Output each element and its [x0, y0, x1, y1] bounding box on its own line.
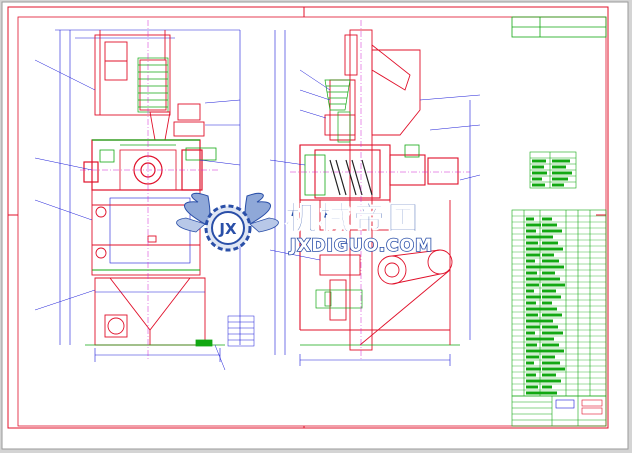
parts-list-row-text: [542, 349, 564, 353]
parts-list-row-text: [542, 367, 565, 371]
parts-list-row-text: [526, 289, 534, 293]
parts-list-row-text: [526, 307, 543, 311]
parts-list-row-text: [542, 265, 564, 269]
parts-list-row-text: [542, 361, 560, 365]
parts-list-row-text: [526, 259, 535, 263]
parts-list-row-text: [542, 223, 557, 227]
technical-data-text: [532, 159, 572, 187]
parts-list-row-text: [526, 367, 541, 371]
parts-list-row-text: [542, 307, 557, 311]
parts-list-row-text: [542, 391, 557, 395]
parts-list-row-text: [542, 313, 562, 317]
parts-list-row-text: [526, 373, 536, 377]
parts-list-row-text: [526, 229, 536, 233]
title-block: [511, 395, 607, 427]
watermark-logo-letters: JX: [218, 220, 237, 238]
front-view: [34, 20, 255, 371]
parts-list-row-text: [542, 379, 561, 383]
parts-list-row-text: [542, 229, 562, 233]
side-view: [269, 20, 481, 366]
parts-list-row-text: [526, 265, 542, 269]
parts-list-row-text: [542, 253, 554, 257]
parts-list-row-text: [526, 253, 540, 257]
parts-list-row-text: [526, 277, 544, 281]
parts-list-row-text: [526, 349, 544, 353]
parts-list-row-text: [526, 343, 537, 347]
parts-list-row-text: [526, 385, 538, 389]
parts-list-row-text: [526, 379, 543, 383]
parts-list-row-text: [526, 283, 539, 287]
parts-list-row-text: [542, 241, 558, 245]
technical-data-table: [529, 151, 577, 189]
parts-list-row-text: [542, 343, 559, 347]
parts-list-row-text: [526, 331, 535, 335]
drawing-code-box: [511, 16, 607, 38]
parts-list-row-text: [526, 217, 534, 221]
parts-list-row-text: [542, 337, 554, 341]
parts-list-row-text: [526, 313, 538, 317]
parts-list-row-text: [526, 301, 536, 305]
parts-list-row-text: [542, 325, 558, 329]
watermark-logo: JX: [176, 192, 279, 252]
parts-list-row-text: [542, 235, 553, 239]
parts-list-row-text: [542, 373, 556, 377]
parts-list-row-text: [542, 247, 563, 251]
watermark-site: JXDIGUO.COM: [289, 236, 433, 256]
parts-list-row-text: [542, 295, 561, 299]
parts-list-row-text: [542, 289, 556, 293]
parts-list-rows: [512, 215, 606, 395]
parts-list-row-text: [526, 241, 538, 245]
parts-list-row-text: [526, 295, 541, 299]
parts-list-row-text: [526, 325, 540, 329]
parts-list-row-text: [542, 259, 559, 263]
parts-list-row-text: [542, 319, 553, 323]
parts-list-row-text: [526, 271, 537, 275]
parts-list-row-text: [526, 247, 545, 251]
parts-list-row-text: [542, 283, 565, 287]
parts-list-row-text: [526, 391, 545, 395]
parts-list-row-text: [526, 319, 545, 323]
parts-list-row-text: [542, 271, 555, 275]
parts-list-row-text: [526, 361, 534, 365]
parts-list-row-text: [542, 331, 563, 335]
parts-list-row-text: [526, 337, 542, 341]
parts-list-row-text: [526, 235, 543, 239]
parts-list-row-text: [542, 301, 552, 305]
parts-list-row-text: [542, 355, 555, 359]
parts-list-row-text: [542, 217, 552, 221]
watermark-title: 机械帝国: [285, 199, 421, 237]
parts-list-row-text: [526, 223, 541, 227]
parts-list-row-text: [526, 355, 539, 359]
parts-list-row-text: [542, 385, 552, 389]
parts-list-row-text: [542, 277, 560, 281]
